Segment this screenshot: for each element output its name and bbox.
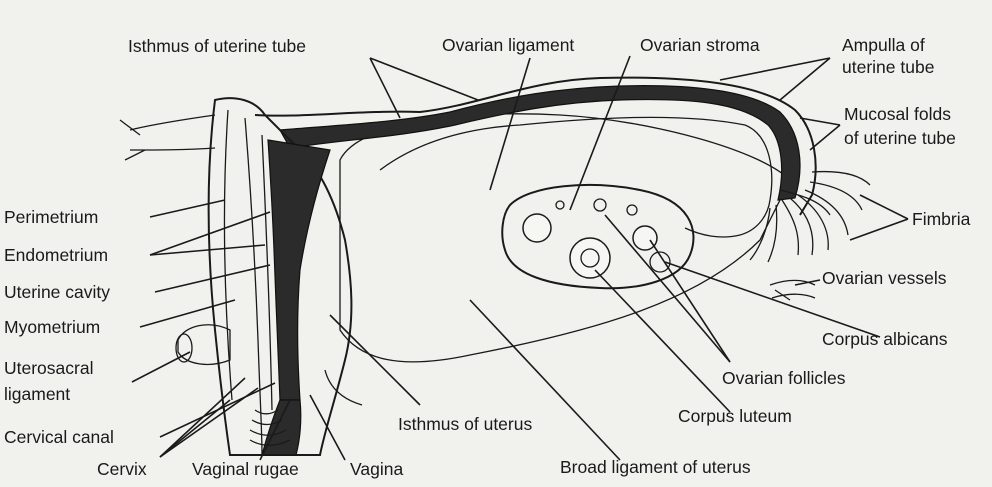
tube-inner-outline — [380, 117, 772, 237]
label-isthmus-uterine-tube: Isthmus of uterine tube — [128, 36, 306, 56]
label-ovarian-follicles: Ovarian follicles — [722, 368, 846, 388]
label-fimbria: Fimbria — [912, 209, 970, 229]
label-ampulla-1: Ampulla of — [842, 35, 925, 55]
label-uterosacral-1: Uterosacral — [4, 358, 93, 378]
label-myometrium: Myometrium — [4, 317, 100, 337]
label-cervix: Cervix — [97, 459, 147, 479]
label-ovarian-stroma: Ovarian stroma — [640, 35, 760, 55]
label-ovarian-ligament: Ovarian ligament — [442, 35, 574, 55]
broad-ligament-outline — [340, 114, 790, 362]
label-uterosacral-2: ligament — [4, 384, 70, 404]
leader-lines — [132, 56, 908, 460]
label-isthmus-uterus: Isthmus of uterus — [398, 414, 532, 434]
follicle-small-1 — [523, 214, 551, 242]
label-corpus-luteum: Corpus luteum — [678, 406, 792, 426]
label-ovarian-vessels: Ovarian vessels — [822, 268, 947, 288]
label-mucosal-folds-2: of uterine tube — [844, 128, 956, 148]
follicle-small-3 — [594, 199, 606, 211]
ovarian-vessels — [770, 280, 815, 300]
label-vaginal-rugae: Vaginal rugae — [192, 459, 299, 479]
label-uterine-cavity: Uterine cavity — [4, 282, 110, 302]
label-ampulla-2: uterine tube — [842, 57, 934, 77]
uterosacral-ligament — [178, 325, 230, 365]
corpus-luteum — [570, 238, 610, 278]
label-vagina: Vagina — [350, 459, 403, 479]
vagina-outline — [325, 370, 362, 405]
myometrium-line — [245, 118, 262, 455]
label-broad-ligament: Broad ligament of uterus — [560, 457, 751, 477]
cervical-canal — [262, 400, 301, 455]
perimetrium-line — [225, 110, 232, 400]
label-endometrium: Endometrium — [4, 245, 108, 265]
round-ligament — [120, 115, 215, 160]
follicle-small-2 — [556, 201, 564, 209]
uterine-cavity — [268, 140, 330, 400]
label-mucosal-folds-1: Mucosal folds — [844, 104, 951, 124]
label-corpus-albicans: Corpus albicans — [822, 329, 947, 349]
label-perimetrium: Perimetrium — [4, 207, 98, 227]
label-cervical-canal: Cervical canal — [4, 427, 114, 447]
follicle-small-4 — [627, 205, 637, 215]
uterine-tube-lumen — [280, 86, 800, 200]
fimbria-fringe — [750, 172, 870, 262]
